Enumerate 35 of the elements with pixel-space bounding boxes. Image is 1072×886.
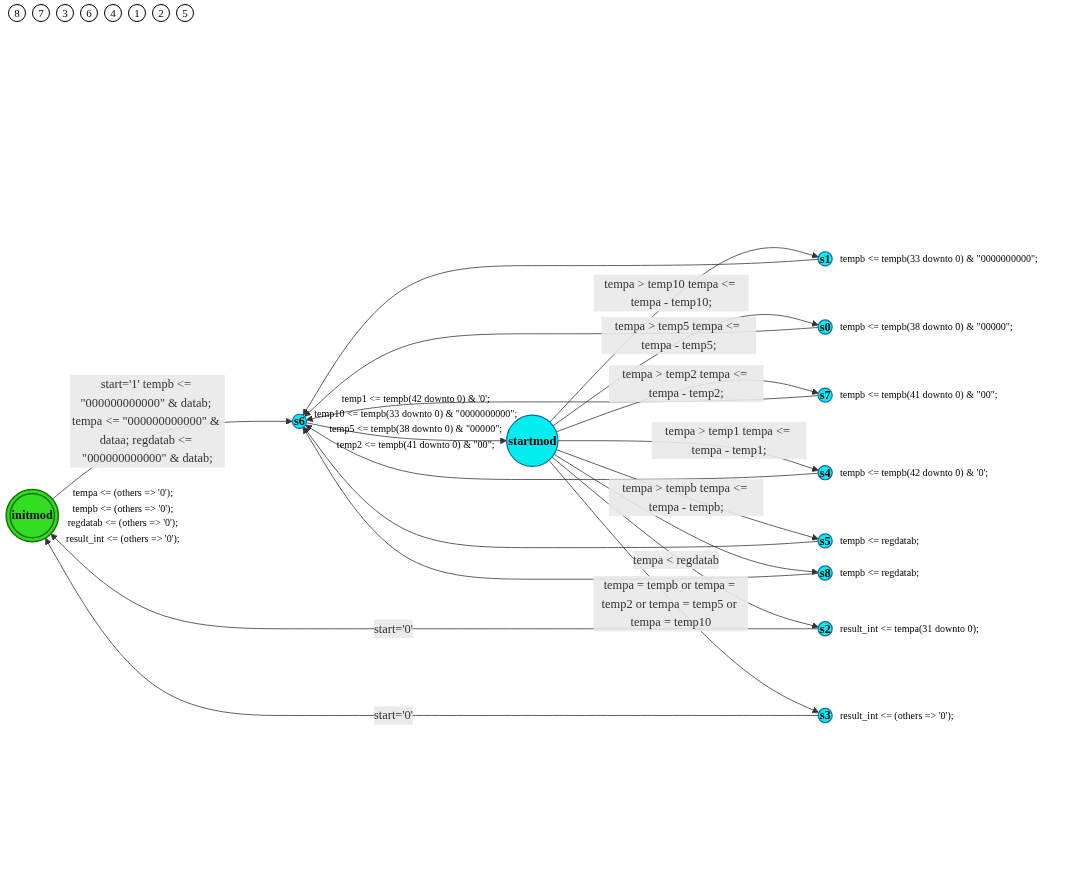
edge-label: tempa > temp2 tempa <= tempa - temp2; bbox=[622, 367, 748, 400]
node-label: regdatab <= (others => '0'); bbox=[67, 517, 178, 529]
edge-label: tempa > temp10 tempa <= tempa - temp10; bbox=[604, 276, 736, 309]
node-label: result_int <= (others => '0'); bbox=[839, 709, 954, 722]
node-label: tempb <= (others => '0'); bbox=[72, 502, 174, 514]
node-label: result_int <= tempa(31 downto 0); bbox=[839, 622, 979, 635]
node-circle: s0 bbox=[817, 319, 833, 335]
node-circle: s7 bbox=[817, 387, 833, 403]
node-label: temp1 <= tempb(42 downto 0) & '0'; bbox=[341, 392, 490, 405]
node-circle: s3 bbox=[817, 707, 833, 724]
node-label: tempb <= regdatab; bbox=[839, 567, 919, 579]
node-label: tempb <= regdatab; bbox=[839, 534, 919, 547]
node-label: temp2 <= tempb(41 downto 0) & "00"; bbox=[336, 437, 495, 450]
edge-label: start='0' bbox=[374, 621, 413, 635]
node-label: tempb <= tempb(42 downto 0) & '0'; bbox=[839, 466, 989, 479]
edge-label: start='1' tempb <= "000000000000" & datab; tempa <= "000000000000" & dataa; regdatab <= "000000000000" & datab; bbox=[72, 377, 220, 465]
node-circle: s1 bbox=[817, 251, 833, 267]
node-circle: s8 bbox=[817, 565, 833, 581]
node-circle: initmod bbox=[5, 488, 60, 543]
edge-label: tempa > temp5 tempa <= tempa - temp5; bbox=[614, 319, 740, 352]
node-circle: s5 bbox=[817, 533, 833, 549]
edge-label: tempa > temp1 tempa <= tempa - temp1; bbox=[665, 424, 790, 457]
node-label: temp5 <= tempb(38 downto 0) & "00000"; bbox=[329, 422, 503, 435]
node-circle: s6 bbox=[291, 413, 308, 429]
node-label: tempb <= tempb(41 downto 0) & "00"; bbox=[839, 389, 998, 401]
edge-label: tempa < regdatab bbox=[632, 553, 720, 567]
node-label: tempb <= tempb(38 downto 0) & "00000"; bbox=[839, 320, 1013, 333]
edge-label: tempa > tempb tempa <= tempa - tempb; bbox=[622, 481, 748, 514]
node-label: result_int <= (others => '0'); bbox=[66, 532, 180, 544]
node-label: tempa <= (others => '0'); bbox=[72, 486, 173, 499]
edge-label: tempa = tempb or tempa = temp2 or tempa = temp5 or tempa = temp10 bbox=[601, 578, 737, 629]
node-circle: s2 bbox=[817, 621, 833, 637]
node-label: tempb <= tempb(33 downto 0) & "0000000000"; bbox=[839, 252, 1038, 265]
edge-label: start='0' bbox=[374, 708, 413, 722]
node-circle: s4 bbox=[817, 465, 833, 481]
